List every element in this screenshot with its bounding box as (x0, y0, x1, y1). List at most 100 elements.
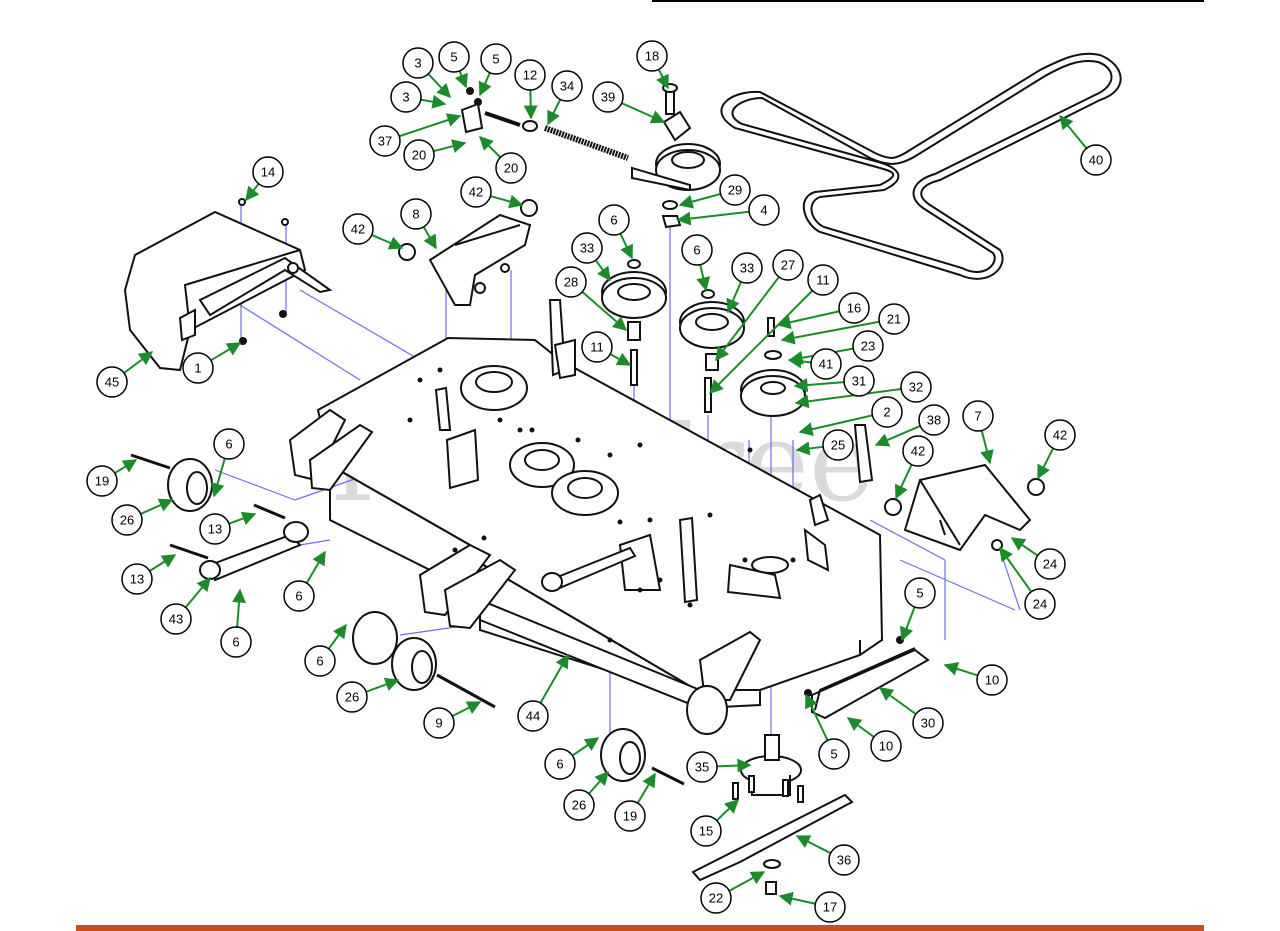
callout-38[interactable]: 38 (918, 404, 950, 436)
callout-3[interactable]: 3 (402, 47, 434, 79)
drive-belt (720, 52, 1122, 280)
callout-21[interactable]: 21 (878, 303, 910, 335)
callout-24[interactable]: 24 (1034, 548, 1066, 580)
callout-9[interactable]: 9 (423, 707, 455, 739)
callout-number: 29 (728, 183, 742, 198)
callout-5[interactable]: 5 (438, 41, 470, 73)
callout-5[interactable]: 5 (480, 43, 512, 75)
callout-1[interactable]: 1 (182, 352, 214, 384)
callout-30[interactable]: 30 (912, 707, 944, 739)
callout-12[interactable]: 12 (514, 59, 546, 91)
leader-line-29 (678, 192, 721, 209)
callout-number: 36 (837, 853, 851, 868)
callout-number: 17 (823, 900, 837, 915)
callout-42[interactable]: 42 (342, 213, 374, 245)
leader-line-32 (794, 387, 902, 409)
callout-19[interactable]: 19 (614, 800, 646, 832)
callout-14[interactable]: 14 (252, 156, 284, 188)
callout-41[interactable]: 41 (810, 348, 842, 380)
callout-6[interactable]: 6 (544, 748, 576, 780)
callout-26[interactable]: 26 (336, 681, 368, 713)
leader-line-15 (716, 799, 740, 822)
callout-2[interactable]: 2 (871, 396, 903, 428)
callout-33[interactable]: 33 (571, 232, 603, 264)
callout-3[interactable]: 3 (390, 81, 422, 113)
callout-7[interactable]: 7 (962, 400, 994, 432)
callout-43[interactable]: 43 (160, 603, 192, 635)
callout-6[interactable]: 6 (220, 626, 252, 658)
callout-44[interactable]: 44 (517, 700, 549, 732)
callout-circle (342, 213, 374, 245)
callout-45[interactable]: 45 (96, 366, 128, 398)
callout-circle (581, 331, 613, 363)
callout-42[interactable]: 42 (460, 176, 492, 208)
callout-40[interactable]: 40 (1080, 144, 1112, 176)
callout-6[interactable]: 6 (681, 234, 713, 266)
callout-31[interactable]: 31 (843, 365, 875, 397)
callout-5[interactable]: 5 (904, 577, 936, 609)
callout-6[interactable]: 6 (598, 204, 630, 236)
callout-13[interactable]: 13 (121, 563, 153, 595)
callout-circle (902, 435, 934, 467)
callout-39[interactable]: 39 (592, 81, 624, 113)
callout-19[interactable]: 19 (86, 465, 118, 497)
callout-18[interactable]: 18 (636, 40, 668, 72)
callout-11[interactable]: 11 (581, 331, 613, 363)
callout-15[interactable]: 15 (690, 815, 722, 847)
callout-36[interactable]: 36 (828, 844, 860, 876)
anti-scalp-wheels (167, 458, 728, 782)
callout-32[interactable]: 32 (900, 371, 932, 403)
callout-6[interactable]: 6 (283, 580, 315, 612)
callout-23[interactable]: 23 (852, 330, 884, 362)
callout-26[interactable]: 26 (111, 504, 143, 536)
callout-circle (818, 738, 850, 770)
callout-24[interactable]: 24 (1024, 588, 1056, 620)
callout-10[interactable]: 10 (870, 730, 902, 762)
callout-circle (878, 303, 910, 335)
callout-circle (731, 252, 763, 284)
footer-bar (76, 925, 1204, 931)
callout-11[interactable]: 11 (807, 264, 839, 296)
callout-42[interactable]: 42 (1044, 419, 1076, 451)
callout-circle (390, 81, 422, 113)
leader-line-26 (365, 677, 400, 693)
idler-brackets (434, 299, 874, 604)
leader-line-42 (895, 464, 913, 500)
callout-27[interactable]: 27 (772, 249, 804, 281)
callout-13[interactable]: 13 (199, 513, 231, 545)
callout-16[interactable]: 16 (838, 292, 870, 324)
callout-20[interactable]: 20 (403, 139, 435, 171)
callout-4[interactable]: 4 (748, 194, 780, 226)
callout-25[interactable]: 25 (822, 429, 854, 461)
callout-35[interactable]: 35 (686, 751, 718, 783)
callout-5[interactable]: 5 (818, 738, 850, 770)
leader-line-45 (123, 351, 154, 374)
callout-10[interactable]: 10 (976, 664, 1008, 696)
callout-circle (807, 264, 839, 296)
callout-37[interactable]: 37 (369, 125, 401, 157)
callout-34[interactable]: 34 (551, 70, 583, 102)
callout-number: 23 (861, 339, 875, 354)
leader-line-43 (184, 576, 211, 609)
leader-line-36 (795, 835, 832, 855)
callout-number: 42 (1053, 428, 1067, 443)
callout-28[interactable]: 28 (555, 266, 587, 298)
callout-33[interactable]: 33 (731, 252, 763, 284)
callout-42[interactable]: 42 (902, 435, 934, 467)
callout-17[interactable]: 17 (814, 891, 846, 923)
callout-8[interactable]: 8 (400, 198, 432, 230)
callout-number: 5 (450, 50, 457, 65)
callout-circle (912, 707, 944, 739)
leader-line-1 (210, 342, 242, 362)
callout-22[interactable]: 22 (700, 882, 732, 914)
callout-circle (121, 563, 153, 595)
callout-6[interactable]: 6 (304, 645, 336, 677)
callout-number: 30 (921, 716, 935, 731)
callout-6[interactable]: 6 (213, 428, 245, 460)
callout-circle (551, 70, 583, 102)
callout-26[interactable]: 26 (563, 789, 595, 821)
belt-shield-right (903, 463, 1032, 552)
callout-number: 6 (610, 213, 617, 228)
callout-20[interactable]: 20 (495, 152, 527, 184)
callout-29[interactable]: 29 (719, 174, 751, 206)
